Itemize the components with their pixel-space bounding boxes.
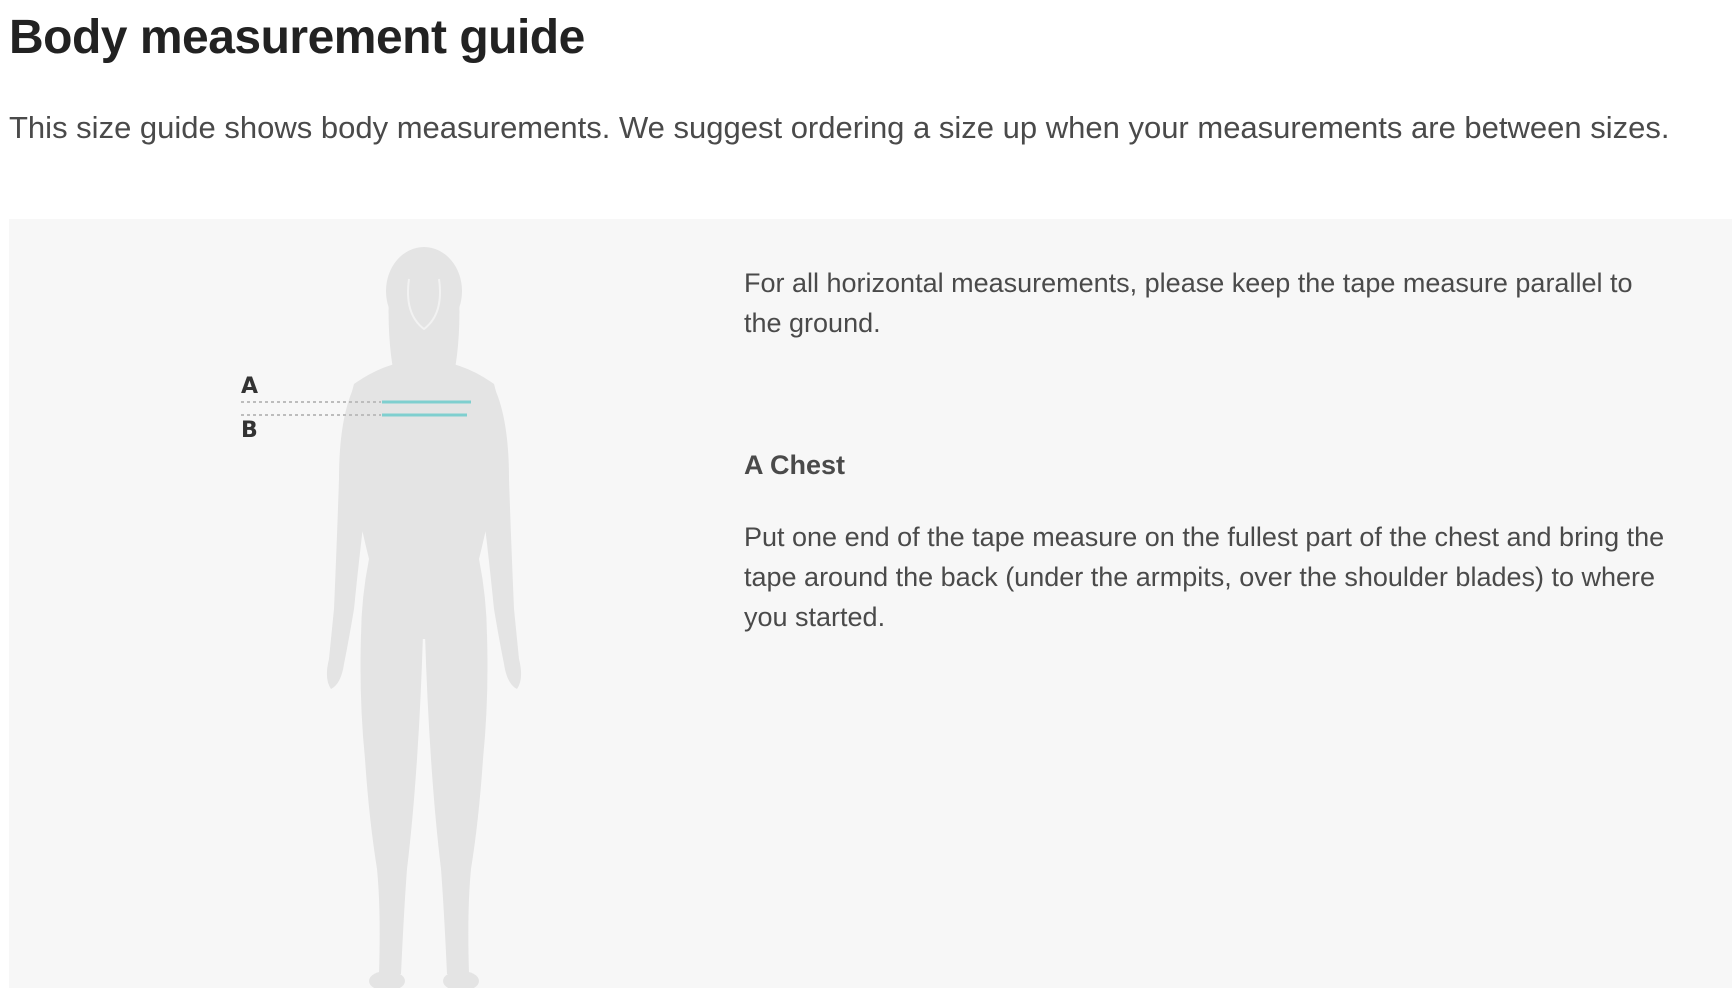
measurement-guide-panel: A B For all horizontal measurements, ple… [9, 219, 1732, 988]
female-body-silhouette-icon: A B [241, 247, 522, 988]
section-heading-chest: A Chest [744, 450, 846, 480]
measurement-instructions: For all horizontal measurements, please … [744, 263, 1674, 637]
marker-a-label: A [241, 374, 258, 399]
face-outline [407, 278, 441, 331]
marker-b-label: B [241, 418, 258, 443]
body-figure: A B [9, 219, 729, 988]
section-body-chest: Put one end of the tape measure on the f… [744, 522, 1665, 632]
page-title: Body measurement guide [9, 11, 585, 64]
intro-text: This size guide shows body measurements.… [9, 110, 1670, 145]
measurement-note: For all horizontal measurements, please … [744, 268, 1633, 338]
